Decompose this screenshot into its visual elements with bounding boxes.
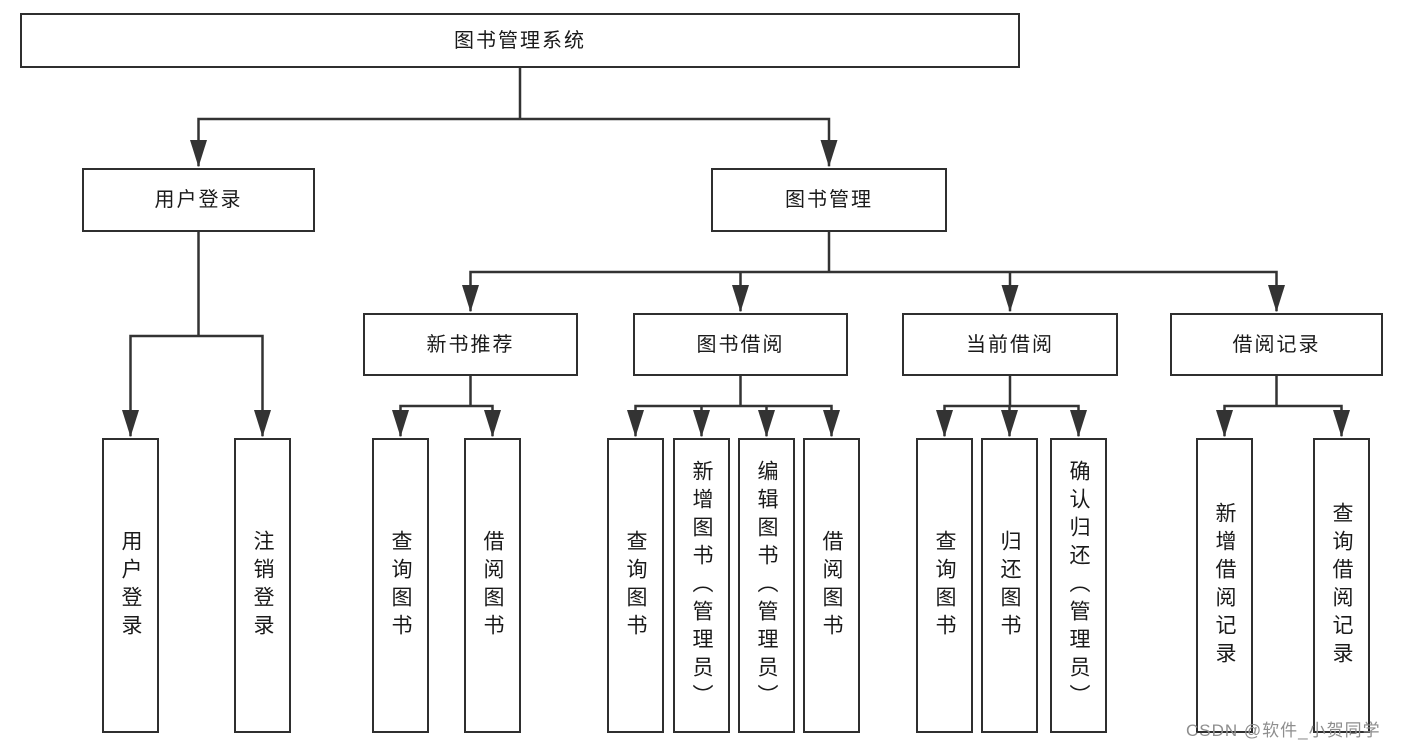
- node-borrow-query: 查询图书: [607, 438, 664, 733]
- node-cur-confirm: 确认归还（管理员）: [1050, 438, 1107, 733]
- edge-login: [122, 230, 271, 437]
- arrowhead-icon: [758, 410, 775, 437]
- node-login-user: 用户登录: [102, 438, 159, 733]
- edge-current: [936, 374, 1087, 437]
- node-cur-return: 归还图书: [981, 438, 1038, 733]
- arrowhead-icon: [462, 285, 479, 312]
- arrowhead-icon: [693, 410, 710, 437]
- arrowhead-icon: [823, 410, 840, 437]
- arrowhead-icon: [627, 410, 644, 437]
- node-cur-query: 查询图书: [916, 438, 973, 733]
- arrowhead-icon: [936, 410, 953, 437]
- node-login: 用户登录: [82, 168, 315, 232]
- node-records: 借阅记录: [1170, 313, 1383, 376]
- node-rec-borrow: 借阅图书: [464, 438, 521, 733]
- arrowhead-icon: [484, 410, 501, 437]
- arrowhead-icon: [1070, 410, 1087, 437]
- node-root: 图书管理系统: [20, 13, 1020, 68]
- node-recd-query: 查询借阅记录: [1313, 438, 1370, 733]
- arrowhead-icon: [1001, 410, 1018, 437]
- node-current: 当前借阅: [902, 313, 1118, 376]
- edge-borrow: [627, 374, 840, 437]
- arrowhead-icon: [820, 140, 838, 167]
- arrowhead-icon: [1001, 285, 1019, 312]
- node-login-logout: 注销登录: [234, 438, 291, 733]
- arrowhead-icon: [190, 140, 207, 167]
- node-rec: 新书推荐: [363, 313, 578, 376]
- arrowhead-icon: [254, 410, 271, 437]
- node-rec-query: 查询图书: [372, 438, 429, 733]
- edge-root: [190, 66, 838, 167]
- node-borrow: 图书借阅: [633, 313, 848, 376]
- watermark-text: CSDN @软件_小贺同学: [1186, 721, 1381, 740]
- node-borrow-add: 新增图书（管理员）: [673, 438, 730, 733]
- arrowhead-icon: [1333, 410, 1350, 437]
- edge-lines: [129, 230, 264, 437]
- node-borrow-borrow: 借阅图书: [803, 438, 860, 733]
- arrowhead-icon: [392, 410, 409, 437]
- arrowhead-icon: [122, 410, 139, 437]
- node-borrow-edit: 编辑图书（管理员）: [738, 438, 795, 733]
- node-recd-add: 新增借阅记录: [1196, 438, 1253, 733]
- edge-lines: [197, 66, 831, 167]
- node-mgmt: 图书管理: [711, 168, 947, 232]
- edge-lines: [1223, 374, 1343, 437]
- edge-lines: [399, 374, 494, 437]
- edge-records: [1216, 374, 1350, 437]
- arrowhead-icon: [1216, 410, 1233, 437]
- arrowhead-icon: [1268, 285, 1285, 312]
- arrowhead-icon: [732, 285, 749, 312]
- edge-mgmt: [462, 230, 1285, 312]
- edge-rec: [392, 374, 501, 437]
